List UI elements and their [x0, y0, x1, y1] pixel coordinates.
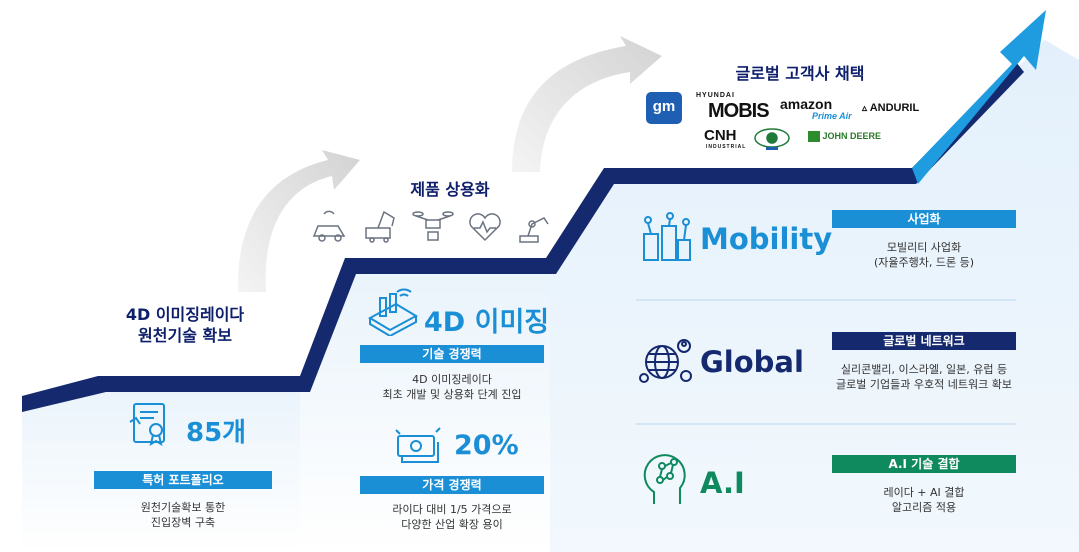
cnh-sub-text: INDUSTRIAL: [706, 144, 747, 150]
ai-desc-line1: 레이다 + AI 결합: [883, 486, 965, 499]
grey-arc-1: [237, 150, 360, 292]
patent-portfolio-bar: 특허 포트폴리오: [94, 471, 272, 489]
global-network-icon: [638, 334, 696, 386]
stage2-desc2-line2: 다양한 산업 확장 용이: [401, 518, 503, 531]
money-icon: [392, 424, 444, 468]
car-icon: [312, 210, 346, 242]
global-network-bar: 글로벌 네트워크: [832, 332, 1016, 350]
john-deere-logo: JOHN DEERE: [808, 131, 882, 143]
ai-desc-line2: 알고리즘 적용: [891, 501, 957, 514]
smart-city-icon: [638, 212, 694, 262]
mobility-desc: 모빌리티 사업화 (자율주행차, 드론 등): [832, 240, 1016, 270]
stage2-title: 제품 상용화: [410, 180, 490, 199]
mobility-label: Mobility: [700, 222, 833, 256]
mobility-desc-line1: 모빌리티 사업화: [886, 241, 962, 254]
excavator-icon: [365, 210, 395, 243]
radar-chip-icon: [366, 288, 420, 336]
ai-label: A.I: [700, 466, 745, 500]
4d-imaging-headline: 4D 이미징: [424, 307, 550, 338]
grey-arc-2: [512, 36, 662, 172]
stage1-title-line2: 원천기술 확보: [138, 326, 232, 345]
hyundai-text: HYUNDAI: [696, 92, 735, 99]
commercialization-bar: 사업화: [832, 210, 1016, 228]
global-desc: 실리콘밸리, 이스라엘, 일본, 유럽 등 글로벌 기업들과 우호적 네트워크 …: [826, 362, 1022, 392]
robot-arm-icon: [519, 217, 549, 243]
stair-band: [22, 62, 1024, 412]
anduril-mark-icon: ▵: [862, 103, 868, 114]
mobility-desc-line2: (자율주행차, 드론 등): [873, 256, 975, 269]
stage2-desc1-line2: 최초 개발 및 상용화 단계 진입: [382, 388, 522, 401]
stage1-title-line1: 4D 이미징레이다: [125, 305, 245, 324]
stage3-title: 글로벌 고객사 채택: [735, 64, 865, 83]
stage1-desc-line2: 진입장벽 구축: [150, 516, 216, 529]
stage1-title: 4D 이미징레이다 원천기술 확보: [90, 304, 280, 346]
ai-head-icon: [640, 450, 694, 506]
stage2-desc2: 라이다 대비 1/5 가격으로 다양한 산업 확장 용이: [360, 502, 544, 532]
drone-icon: [412, 211, 454, 241]
tech-competitiveness-bar: 기술 경쟁력: [360, 345, 544, 363]
price-competitiveness-bar: 가격 경쟁력: [360, 476, 544, 494]
gm-logo: gm: [646, 92, 682, 124]
product-icons: [310, 206, 550, 246]
global-label: Global: [700, 345, 804, 379]
deer-icon: [808, 131, 820, 143]
global-desc-line1: 실리콘밸리, 이스라엘, 일본, 유럽 등: [840, 363, 1008, 376]
growth-arrow: [912, 10, 1046, 184]
emblem-logo-icon: [752, 126, 792, 156]
ai-technology-bar: A.I 기술 결합: [832, 455, 1016, 473]
stage1-desc-line1: 원천기술확보 통한: [140, 501, 226, 514]
mobis-logo: MOBIS: [708, 100, 770, 122]
anduril-text: ANDURIL: [869, 102, 920, 114]
health-icon: [469, 213, 501, 242]
patent-count: 85개: [186, 418, 247, 448]
global-desc-line2: 글로벌 기업들과 우호적 네트워크 확보: [836, 378, 1012, 391]
prime-air-text: Prime Air: [812, 111, 852, 121]
ai-desc: 레이다 + AI 결합 알고리즘 적용: [832, 485, 1016, 515]
amazon-logo: amazon: [780, 96, 833, 112]
cnh-logo: CNH: [704, 127, 737, 144]
stage2-desc2-line1: 라이다 대비 1/5 가격으로: [392, 503, 512, 516]
price-percent: 20%: [454, 430, 519, 461]
stage2-desc1-line1: 4D 이미징레이다: [412, 373, 492, 386]
stage2-desc1: 4D 이미징레이다 최초 개발 및 상용화 단계 진입: [360, 372, 544, 402]
anduril-logo: ▵ ANDURIL: [862, 102, 919, 114]
gm-logo-text: gm: [652, 98, 676, 115]
john-deere-text: JOHN DEERE: [822, 131, 882, 141]
step1-shade: [22, 378, 300, 552]
stage1-desc: 원천기술확보 통한 진입장벽 구축: [94, 500, 272, 530]
certificate-icon: [126, 400, 176, 448]
